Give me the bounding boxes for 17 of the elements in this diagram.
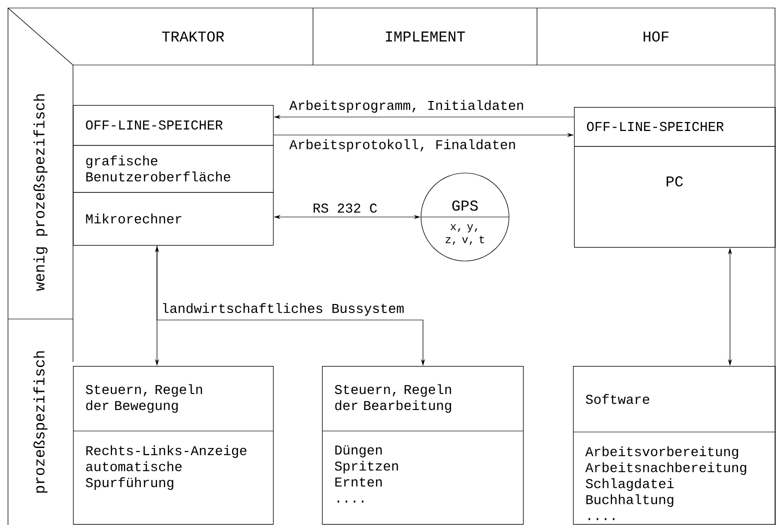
row-header: wenig prozeßspezifisch <box>34 94 48 291</box>
storage-box: OFF-LINE-SPEICHER <box>574 107 776 147</box>
interface-box: grafische Benutzeroberfläche <box>73 145 274 193</box>
column-header: IMPLEMENT <box>386 32 465 42</box>
column-header: HOF <box>644 31 668 42</box>
function-box: Steuern, Regeln der Bewegung Rechts-Links-Anzeige automatische Spurführung <box>72 366 274 525</box>
edge-label: landwirtschaftliches Bussystem <box>160 302 406 317</box>
column-header: TRAKTOR <box>162 31 224 42</box>
storage-box: OFF-LINE-SPEICHER <box>73 105 274 146</box>
edge-label: Arbeitsprogramm, Initialdaten <box>288 99 526 114</box>
function-box: Software Arbeitsvorbereitung Arbeitsnachbereitung Schlagdatei Buchhaltung .... <box>572 366 776 525</box>
computer-box: Mikrorechner <box>73 192 274 246</box>
row-header: prozeßspezifisch <box>34 351 48 493</box>
function-box: Steuern, Regeln der Bearbeitung Düngen Spritzen Ernten .... <box>322 366 524 525</box>
edge-label: RS 232 C <box>312 202 378 214</box>
edge-label: Arbeitsprotokoll, Finaldaten <box>288 138 518 153</box>
computer-box: PC <box>574 146 776 248</box>
